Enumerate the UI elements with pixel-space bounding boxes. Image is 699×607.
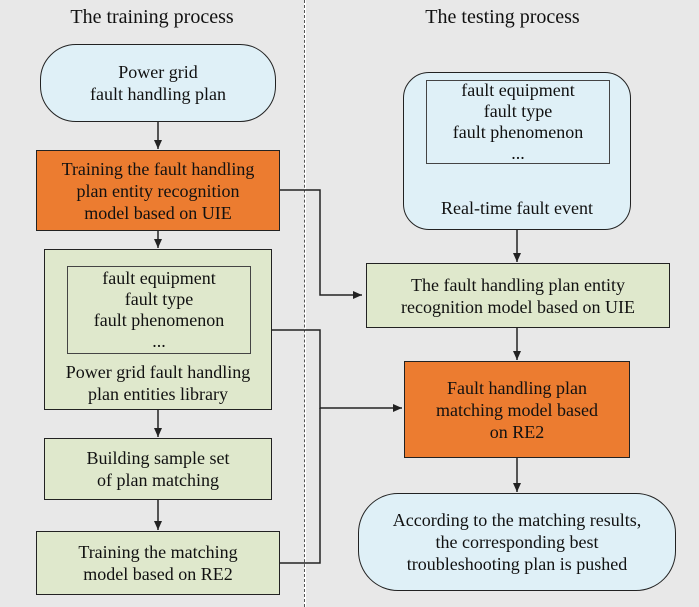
matching-model-box: Fault handling plan matching model based… (404, 361, 630, 458)
sample-set-box: Building sample set of plan matching (44, 438, 272, 500)
training-title: The training process (70, 6, 234, 28)
panel-divider (304, 0, 305, 607)
library-entity-list: fault equipment fault type fault phenome… (67, 266, 251, 354)
arrow-library-to-matching-model (272, 329, 402, 412)
result-box: According to the matching results, the c… (358, 493, 676, 591)
recognition-model-box: The fault handling plan entity recogniti… (366, 263, 670, 328)
entities-library-box: Power grid fault handling plan entities … (44, 249, 272, 410)
power-grid-plan-box: Power grid fault handling plan (40, 44, 276, 122)
event-entity-list: fault equipment fault type fault phenome… (426, 80, 610, 164)
line-matching-training-to-matching-model (280, 408, 321, 564)
matching-training-box: Training the matching model based on RE2 (36, 531, 280, 595)
testing-title: The testing process (425, 6, 580, 28)
fault-event-box: Real-time fault event (403, 72, 631, 230)
arrow-recognition-training-to-recognition-model (280, 189, 362, 299)
recognition-training-box: Training the fault handling plan entity … (36, 150, 280, 231)
